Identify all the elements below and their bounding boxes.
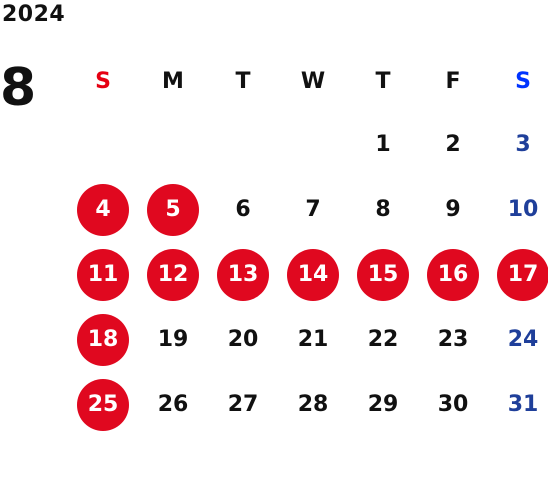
day-cell: 23 xyxy=(418,307,488,372)
day-number: 8 xyxy=(375,197,391,222)
day-cell: 31 xyxy=(488,372,548,437)
day-number: 1 xyxy=(375,132,391,157)
holiday-day-number: 4 xyxy=(77,183,129,236)
day-number: 7 xyxy=(305,197,321,222)
day-cell: 13 xyxy=(208,242,278,307)
day-number: 29 xyxy=(367,392,399,417)
day-cell: 1 xyxy=(348,112,418,177)
day-cell: 17 xyxy=(488,242,548,307)
day-cell: 5 xyxy=(138,177,208,242)
day-cell: 29 xyxy=(348,372,418,437)
weekday-header-saturday: S xyxy=(515,68,531,94)
year-label: 2024 xyxy=(2,2,66,27)
week-row: 1 2 3 xyxy=(68,112,548,177)
weekday-header-row: S M T W T F S xyxy=(68,50,548,112)
day-cell: 28 xyxy=(278,372,348,437)
day-cell: 3 xyxy=(488,112,548,177)
day-cell: 10 xyxy=(488,177,548,242)
day-cell: 6 xyxy=(208,177,278,242)
day-cell: 4 xyxy=(68,177,138,242)
day-number: 26 xyxy=(157,392,189,417)
day-cell: 30 xyxy=(418,372,488,437)
empty-day-cell xyxy=(278,112,348,177)
day-cell: 7 xyxy=(278,177,348,242)
day-number: 30 xyxy=(437,392,469,417)
day-cell: 26 xyxy=(138,372,208,437)
day-cell: 15 xyxy=(348,242,418,307)
empty-day-cell xyxy=(68,112,138,177)
holiday-day-number: 18 xyxy=(77,313,129,366)
holiday-day-number: 12 xyxy=(147,248,199,301)
day-cell: 25 xyxy=(68,372,138,437)
day-cell: 12 xyxy=(138,242,208,307)
day-cell: 16 xyxy=(418,242,488,307)
day-cell: 27 xyxy=(208,372,278,437)
day-number: 22 xyxy=(367,327,399,352)
holiday-day-number: 5 xyxy=(147,183,199,236)
day-cell: 14 xyxy=(278,242,348,307)
day-cell: 2 xyxy=(418,112,488,177)
week-row: 11 12 13 14 15 16 17 xyxy=(68,242,548,307)
day-number: 20 xyxy=(227,327,259,352)
day-number: 9 xyxy=(445,197,461,222)
day-cell: 11 xyxy=(68,242,138,307)
holiday-day-number: 17 xyxy=(497,248,548,301)
day-number: 28 xyxy=(297,392,329,417)
holiday-day-number: 13 xyxy=(217,248,269,301)
holiday-day-number: 14 xyxy=(287,248,339,301)
day-cell: 21 xyxy=(278,307,348,372)
empty-day-cell xyxy=(138,112,208,177)
day-number: 21 xyxy=(297,327,329,352)
day-cell: 9 xyxy=(418,177,488,242)
holiday-day-number: 15 xyxy=(357,248,409,301)
day-cell: 22 xyxy=(348,307,418,372)
empty-day-cell xyxy=(208,112,278,177)
day-number: 19 xyxy=(157,327,189,352)
week-row: 18 19 20 21 22 23 24 xyxy=(68,307,548,372)
day-cell: 20 xyxy=(208,307,278,372)
day-cell: 19 xyxy=(138,307,208,372)
day-cell: 24 xyxy=(488,307,548,372)
day-cell: 18 xyxy=(68,307,138,372)
day-number: 31 xyxy=(507,392,539,417)
day-number: 24 xyxy=(507,327,539,352)
day-number: 23 xyxy=(437,327,469,352)
week-row: 25 26 27 28 29 30 31 xyxy=(68,372,548,437)
day-number: 10 xyxy=(507,197,539,222)
holiday-day-number: 11 xyxy=(77,248,129,301)
holiday-day-number: 16 xyxy=(427,248,479,301)
day-cell: 8 xyxy=(348,177,418,242)
weekday-header-tuesday: T xyxy=(235,68,251,94)
weekday-header-sunday: S xyxy=(95,68,111,94)
day-number: 2 xyxy=(445,132,461,157)
day-number: 27 xyxy=(227,392,259,417)
weekday-header-wednesday: W xyxy=(300,68,326,94)
weekday-header-monday: M xyxy=(162,68,184,94)
holiday-day-number: 25 xyxy=(77,378,129,431)
weekday-header-friday: F xyxy=(445,68,461,94)
day-number: 3 xyxy=(515,132,531,157)
month-label: 8 xyxy=(0,58,37,118)
weekday-header-thursday: T xyxy=(375,68,391,94)
day-number: 6 xyxy=(235,197,251,222)
